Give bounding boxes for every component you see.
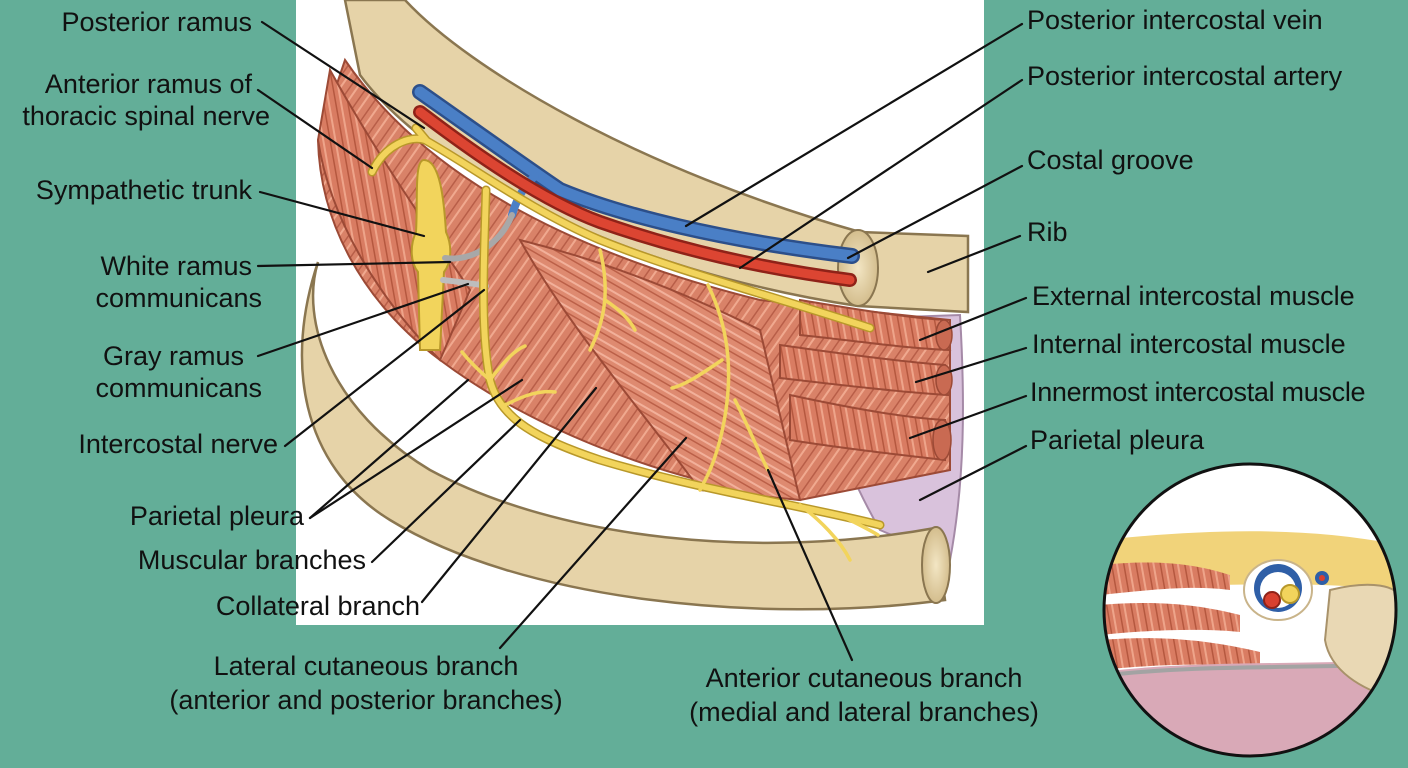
- label-anterior-ramus-line1: Anterior ramus of: [44, 69, 252, 99]
- label-lateral-cutaneous-line2: (anterior and posterior branches): [169, 685, 563, 715]
- label-white-ramus-line1: White ramus: [100, 251, 252, 281]
- upper-rib-end: [837, 229, 879, 307]
- label-parietal-pleura-right: Parietal pleura: [1030, 425, 1205, 455]
- muscle-cut-1: [935, 319, 953, 351]
- label-parietal-pleura-left: Parietal pleura: [129, 501, 304, 531]
- label-posterior-intercostal-artery: Posterior intercostal artery: [1027, 61, 1343, 91]
- label-sympathetic-trunk: Sympathetic trunk: [35, 175, 252, 205]
- label-external-intercostal-muscle: External intercostal muscle: [1032, 281, 1355, 311]
- innermost-muscle-end: [789, 393, 946, 462]
- nerve-branches: [460, 248, 880, 562]
- label-muscular-branches: Muscular branches: [137, 545, 366, 575]
- lower-rib-end: [921, 526, 951, 604]
- muscle-cut-2: [935, 364, 953, 396]
- label-anterior-ramus-line2: thoracic spinal nerve: [22, 101, 270, 131]
- label-posterior-intercostal-vein: Posterior intercostal vein: [1027, 5, 1323, 35]
- label-internal-intercostal-muscle: Internal intercostal muscle: [1032, 329, 1346, 359]
- label-anterior-cutaneous-line1: Anterior cutaneous branch: [705, 663, 1023, 693]
- label-intercostal-nerve: Intercostal nerve: [78, 429, 278, 459]
- intercostal-nerve-path: [480, 187, 883, 528]
- cross-section-inset: [1102, 462, 1398, 758]
- lower-rib: [300, 261, 947, 611]
- label-anterior-cutaneous-line2: (medial and lateral branches): [689, 697, 1039, 727]
- label-gray-ramus-line1: Gray ramus: [102, 341, 244, 371]
- external-muscle-end: [799, 298, 952, 352]
- sympathetic-trunk-shape: [410, 158, 452, 351]
- anterior-ramus-nerve: [369, 135, 873, 331]
- nerves: [369, 125, 883, 528]
- leader-lines: [256, 20, 1028, 662]
- muscle-cut-3: [932, 419, 952, 461]
- label-gray-ramus-line2: communicans: [95, 373, 262, 403]
- label-innermost-intercostal-muscle: Innermost intercostal muscle: [1030, 377, 1366, 407]
- label-white-ramus-line2: communicans: [95, 283, 262, 313]
- label-lateral-cutaneous-line1: Lateral cutaneous branch: [213, 651, 519, 681]
- internal-muscle-end: [779, 343, 950, 397]
- artery-fill: [415, 107, 855, 285]
- vein-fill: [414, 86, 858, 262]
- label-costal-groove: Costal groove: [1027, 145, 1194, 175]
- label-rib: Rib: [1027, 217, 1068, 247]
- label-collateral-branch: Collateral branch: [215, 591, 420, 621]
- posterior-ramus-nerve: [413, 125, 429, 143]
- label-posterior-ramus: Posterior ramus: [61, 7, 252, 37]
